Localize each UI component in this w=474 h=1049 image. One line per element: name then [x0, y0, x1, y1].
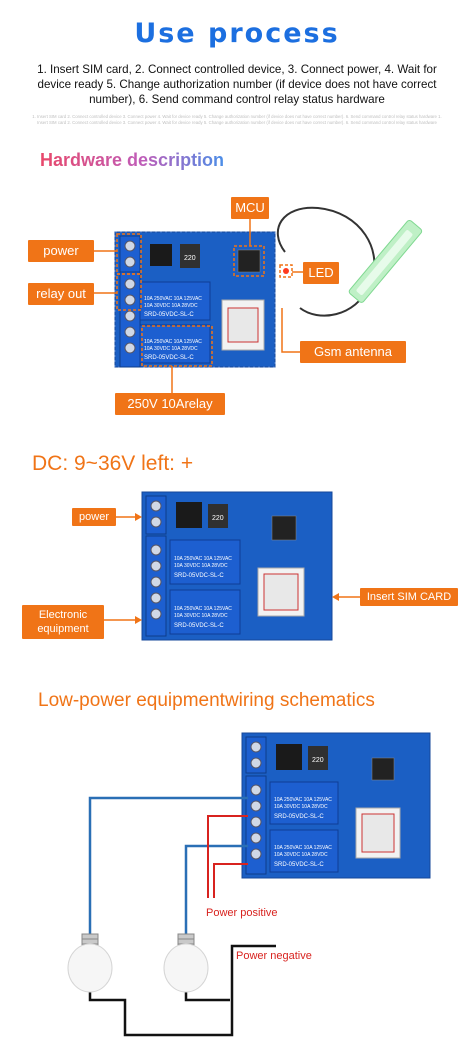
- label-mcu: MCU: [231, 197, 269, 219]
- relay-1: [139, 281, 211, 321]
- flex-antenna-icon: [348, 219, 423, 303]
- dc-label-electronic: Electronic equipment: [22, 605, 104, 639]
- label-led: LED: [303, 262, 339, 284]
- relay-2: [139, 324, 211, 364]
- svg-text:SRD-05VDC-SL-C: SRD-05VDC-SL-C: [174, 573, 224, 579]
- label-power-negative: Power negative: [236, 950, 312, 962]
- svg-text:SRD-05VDC-SL-C: SRD-05VDC-SL-C: [274, 862, 324, 868]
- lowpower-heading: Low-power equipmentwiring schematics: [38, 690, 375, 711]
- dc-heading: DC: 9~36V left: +: [32, 452, 194, 475]
- svg-text:220: 220: [312, 757, 324, 764]
- svg-text:10A 30VDC 10A 28VDC: 10A 30VDC 10A 28VDC: [274, 852, 328, 858]
- svg-text:10A 250VAC 10A 125VAC: 10A 250VAC 10A 125VAC: [144, 339, 202, 345]
- label-power: power: [28, 240, 94, 262]
- dc-label-electronic-line2: equipment: [37, 623, 89, 635]
- label-relay-spec: 250V 10Arelay: [115, 393, 225, 415]
- svg-text:10A 250VAC 10A 125VAC: 10A 250VAC 10A 125VAC: [174, 606, 232, 612]
- regulator-chip: [150, 244, 172, 266]
- page-title: Use process: [134, 18, 340, 49]
- bulb-1-icon: [67, 933, 113, 993]
- led-indicator: [283, 268, 289, 274]
- svg-text:10A 250VAC 10A 125VAC: 10A 250VAC 10A 125VAC: [174, 556, 232, 562]
- mcu-chip: [237, 249, 261, 273]
- wire-red-2: [213, 863, 248, 898]
- wire-red-1: [207, 815, 248, 898]
- svg-text:SRD-05VDC-SL-C: SRD-05VDC-SL-C: [144, 312, 194, 318]
- dc-label-electronic-line1: Electronic: [38, 609, 88, 621]
- antenna-cable: [276, 206, 376, 317]
- svg-text:10A 30VDC 10A 28VDC: 10A 30VDC 10A 28VDC: [174, 613, 228, 619]
- svg-text:SRD-05VDC-SL-C: SRD-05VDC-SL-C: [144, 355, 194, 361]
- bulb-2-icon: [163, 933, 209, 993]
- svg-text:10A 30VDC 10A 28VDC: 10A 30VDC 10A 28VDC: [144, 346, 198, 352]
- wire-black-2: [184, 990, 230, 1002]
- label-gsm-antenna: Gsm antenna: [300, 341, 406, 363]
- wire-blue-2: [184, 844, 248, 935]
- dc-label-sim: Insert SIM CARD: [360, 588, 458, 606]
- svg-text:10A 30VDC 10A 28VDC: 10A 30VDC 10A 28VDC: [274, 804, 328, 810]
- usage-steps: 1. Insert SIM card, 2. Connect controlle…: [37, 63, 437, 106]
- label-power-positive: Power positive: [206, 907, 278, 919]
- faint-repeat-text: 1. Insert SIM card 2. Connect controlled…: [32, 114, 442, 125]
- dc-label-power: power: [72, 508, 116, 526]
- svg-text:10A 250VAC 10A 125VAC: 10A 250VAC 10A 125VAC: [144, 296, 202, 302]
- svg-text:SRD-05VDC-SL-C: SRD-05VDC-SL-C: [174, 623, 224, 629]
- svg-text:10A 30VDC 10A 28VDC: 10A 30VDC 10A 28VDC: [144, 303, 198, 309]
- svg-text:220: 220: [184, 255, 196, 262]
- inductor: [180, 244, 200, 268]
- wire-blue-1: [88, 796, 248, 935]
- svg-text:10A 30VDC 10A 28VDC: 10A 30VDC 10A 28VDC: [174, 563, 228, 569]
- wire-black-1: [88, 944, 276, 1037]
- svg-text:SRD-05VDC-SL-C: SRD-05VDC-SL-C: [274, 814, 324, 820]
- svg-text:10A 250VAC 10A 125VAC: 10A 250VAC 10A 125VAC: [274, 797, 332, 803]
- svg-text:10A 250VAC 10A 125VAC: 10A 250VAC 10A 125VAC: [274, 845, 332, 851]
- hardware-heading: Hardware description: [40, 150, 225, 170]
- label-relay-out: relay out: [28, 283, 94, 305]
- svg-text:220: 220: [212, 515, 224, 522]
